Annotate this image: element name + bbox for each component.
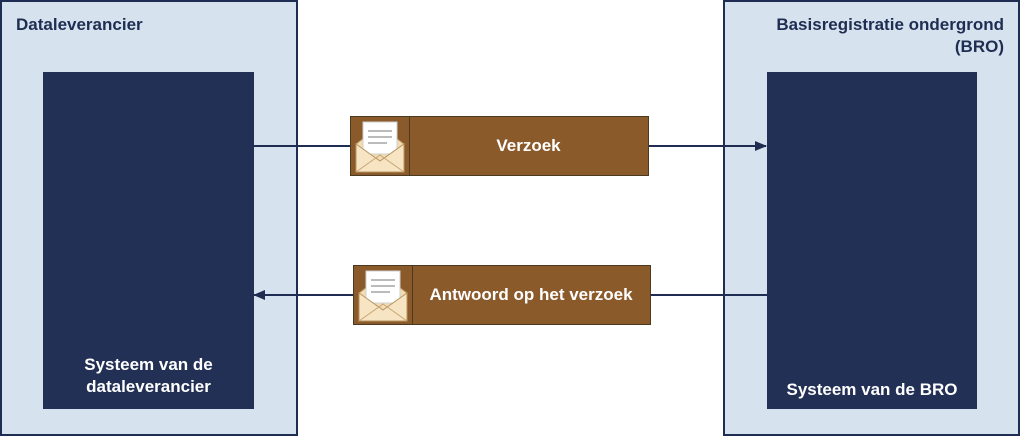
dataleverancier-system-label-line1: Systeem van de [84, 355, 213, 374]
message-antwoord: Antwoord op het verzoek [353, 265, 651, 325]
dataleverancier-panel: Dataleverancier Systeem van de datalever… [0, 0, 298, 436]
bro-system-box: Systeem van de BRO [767, 72, 977, 409]
dataleverancier-system-label: Systeem van de dataleverancier [43, 354, 254, 398]
envelope-icon-box [354, 266, 413, 324]
bro-title: Basisregistratie ondergrond (BRO) [776, 14, 1004, 58]
bro-panel: Basisregistratie ondergrond (BRO) Systee… [723, 0, 1020, 436]
message-antwoord-label: Antwoord op het verzoek [429, 285, 633, 304]
envelope-icon [355, 121, 405, 173]
message-verzoek-label: Verzoek [496, 136, 561, 155]
bro-system-label: Systeem van de BRO [786, 380, 958, 399]
dataleverancier-title: Dataleverancier [16, 15, 143, 34]
dataleverancier-system-box: Systeem van de dataleverancier [43, 72, 254, 409]
dataleverancier-system-label-line2: dataleverancier [86, 377, 211, 396]
bro-title-line1: Basisregistratie ondergrond [776, 15, 1004, 34]
envelope-icon [358, 270, 408, 322]
envelope-icon-box [351, 117, 410, 175]
bro-title-line2: (BRO) [954, 37, 1004, 56]
message-verzoek: Verzoek [350, 116, 649, 176]
